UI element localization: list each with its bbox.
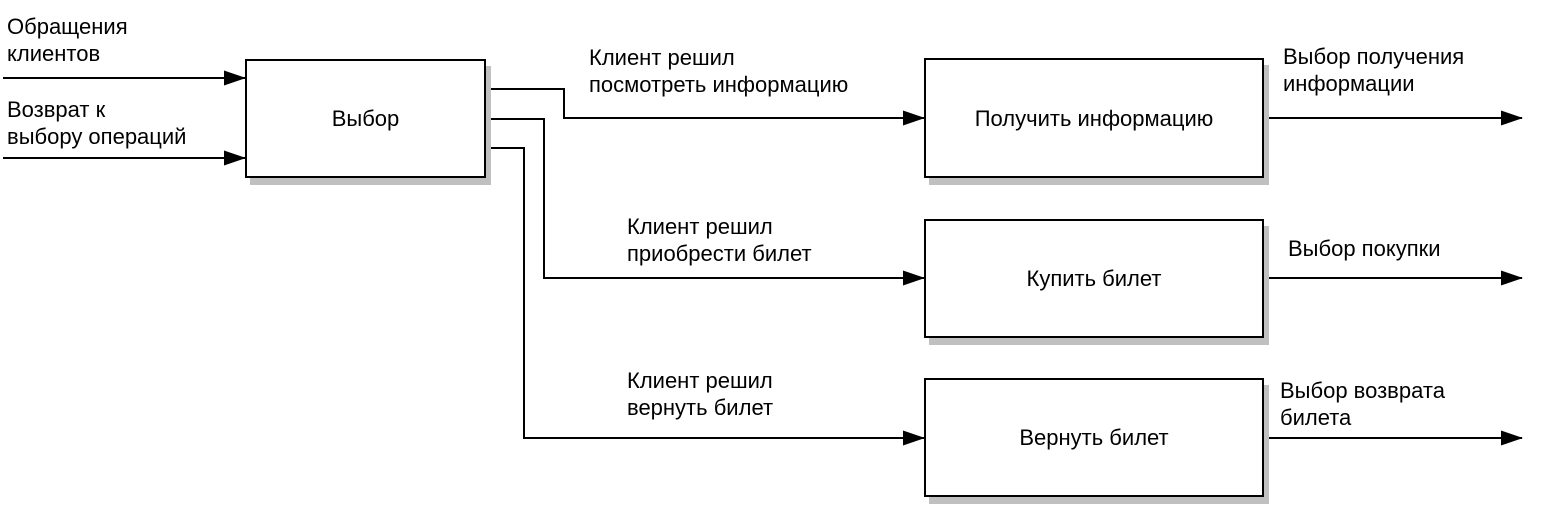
label-input-return-to-operations: Возврат к выбору операций <box>7 97 187 149</box>
arrow-branch-buy-ticket <box>486 118 925 286</box>
arrow-branch-get-info <box>486 88 925 126</box>
arrow-branch-return-ticket <box>486 147 925 446</box>
label-branch-view-information: Клиент решил посмотреть информацию <box>589 45 849 97</box>
label-branch-buy-ticket: Клиент решил приобрести билет <box>627 214 812 266</box>
label-output-return-choice: Выбор возврата билета <box>1280 378 1445 430</box>
node-choice: Выбор <box>245 59 486 178</box>
node-choice-label: Выбор <box>331 106 400 131</box>
node-buy-ticket: Купить билет <box>924 219 1264 338</box>
node-get-information: Получить информацию <box>924 58 1264 178</box>
label-output-purchase-choice: Выбор покупки <box>1288 236 1441 261</box>
node-buy-ticket-label: Купить билет <box>1026 266 1162 291</box>
node-return-ticket: Вернуть билет <box>924 378 1264 497</box>
label-branch-return-ticket: Клиент решил вернуть билет <box>627 368 774 420</box>
node-return-ticket-label: Вернуть билет <box>1019 425 1169 450</box>
label-input-client-requests: Обращения клиентов <box>7 14 128 66</box>
label-output-information-choice: Выбор получения информации <box>1283 44 1465 96</box>
node-get-information-label: Получить информацию <box>974 105 1214 131</box>
